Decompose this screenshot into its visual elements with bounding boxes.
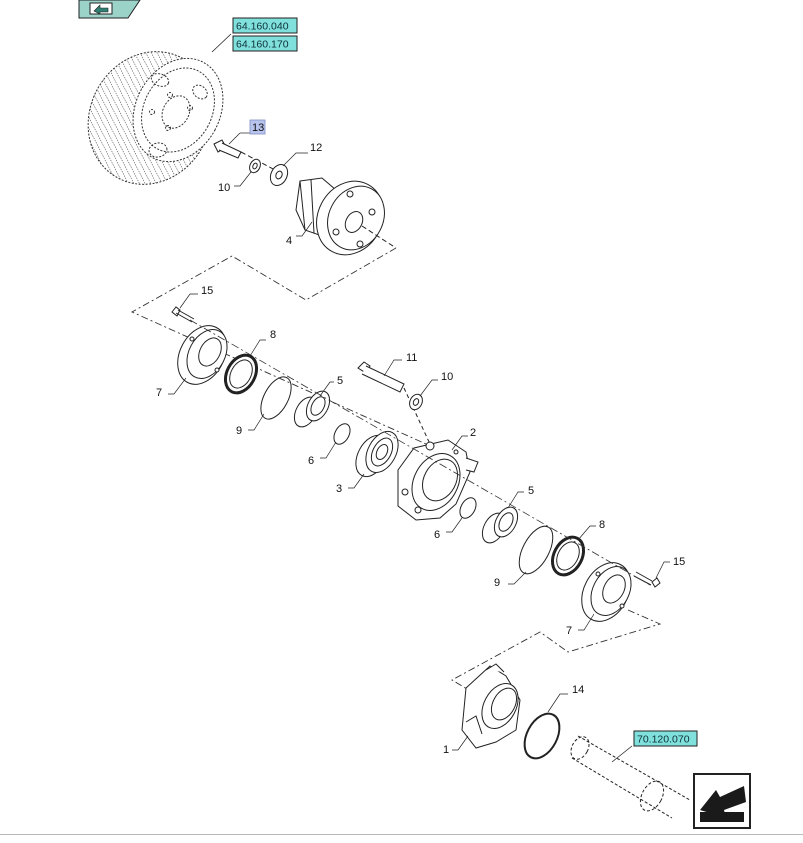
- callout-label: 15: [673, 556, 685, 568]
- callout-label: 5: [528, 485, 534, 497]
- callout-15-right[interactable]: 15: [655, 556, 685, 579]
- callout-8-right[interactable]: 8: [577, 519, 605, 541]
- callout-5-right[interactable]: 5: [507, 485, 534, 509]
- next-page-arrow-icon: [700, 786, 746, 822]
- callout-6-right[interactable]: 6: [434, 517, 463, 541]
- callout-10-top[interactable]: 10: [218, 171, 252, 194]
- callout-7-left[interactable]: 7: [156, 377, 187, 399]
- assembly-link-line-1: [130, 247, 427, 445]
- callout-3[interactable]: 3: [336, 473, 365, 495]
- arrow-box-icon: [89, 2, 113, 15]
- callout-7-right[interactable]: 7: [566, 613, 595, 637]
- reference-label: 64.160.040: [236, 21, 289, 33]
- callout-label: 14: [572, 684, 584, 696]
- callout-1[interactable]: 1: [443, 735, 469, 756]
- callout-label: 5: [337, 375, 343, 387]
- callout-label: 10: [218, 182, 230, 194]
- callout-label: 7: [156, 387, 162, 399]
- callout-label: 6: [434, 529, 440, 541]
- callout-label: 13: [252, 122, 264, 134]
- callout-label: 6: [308, 455, 314, 467]
- reference-label: 70.120.070: [637, 734, 690, 746]
- callout-label: 4: [286, 235, 292, 247]
- callout-8-left[interactable]: 8: [249, 329, 276, 357]
- bearing-group-drawing: [171, 306, 661, 622]
- callout-label: 12: [310, 142, 322, 154]
- reference-link-pulley-1[interactable]: 64.160.040: [211, 17, 298, 53]
- callout-label: 1: [443, 744, 449, 756]
- callout-12[interactable]: 12: [282, 142, 322, 167]
- reference-link-pulley-2[interactable]: 64.160.170: [232, 35, 298, 52]
- callout-label: 11: [406, 352, 417, 364]
- callout-2[interactable]: 2: [451, 427, 476, 451]
- callout-11[interactable]: 11: [383, 352, 417, 377]
- callout-9-left[interactable]: 9: [236, 413, 265, 437]
- reference-label: 64.160.170: [236, 39, 289, 51]
- callout-13[interactable]: 13: [228, 119, 266, 145]
- reference-link-shaft[interactable]: 70.120.070: [611, 730, 698, 763]
- page-divider: [0, 834, 803, 835]
- next-page-button[interactable]: [693, 773, 751, 829]
- top-nav-button[interactable]: [78, 0, 141, 19]
- callout-label: 2: [470, 427, 476, 439]
- pulley-drawing: [87, 51, 224, 185]
- callout-15-top[interactable]: 15: [179, 285, 213, 309]
- callout-label: 8: [599, 519, 605, 531]
- callout-label: 7: [566, 625, 572, 637]
- callout-label: 8: [270, 329, 276, 341]
- callout-label: 3: [336, 483, 342, 495]
- callout-5-left[interactable]: 5: [319, 375, 343, 397]
- callout-10-middle[interactable]: 10: [419, 371, 453, 397]
- coupling-group-drawing: [461, 663, 691, 819]
- callout-label: 9: [236, 425, 242, 437]
- callout-9-right[interactable]: 9: [494, 571, 527, 589]
- callout-14[interactable]: 14: [547, 684, 584, 713]
- assembly-link-line-2: [451, 609, 662, 699]
- callout-4[interactable]: 4: [286, 221, 313, 247]
- callout-6-left[interactable]: 6: [308, 441, 337, 467]
- hub-group-drawing: [213, 139, 397, 256]
- callout-label: 15: [201, 285, 213, 297]
- callout-label: 9: [494, 577, 500, 589]
- callout-label: 10: [441, 371, 453, 383]
